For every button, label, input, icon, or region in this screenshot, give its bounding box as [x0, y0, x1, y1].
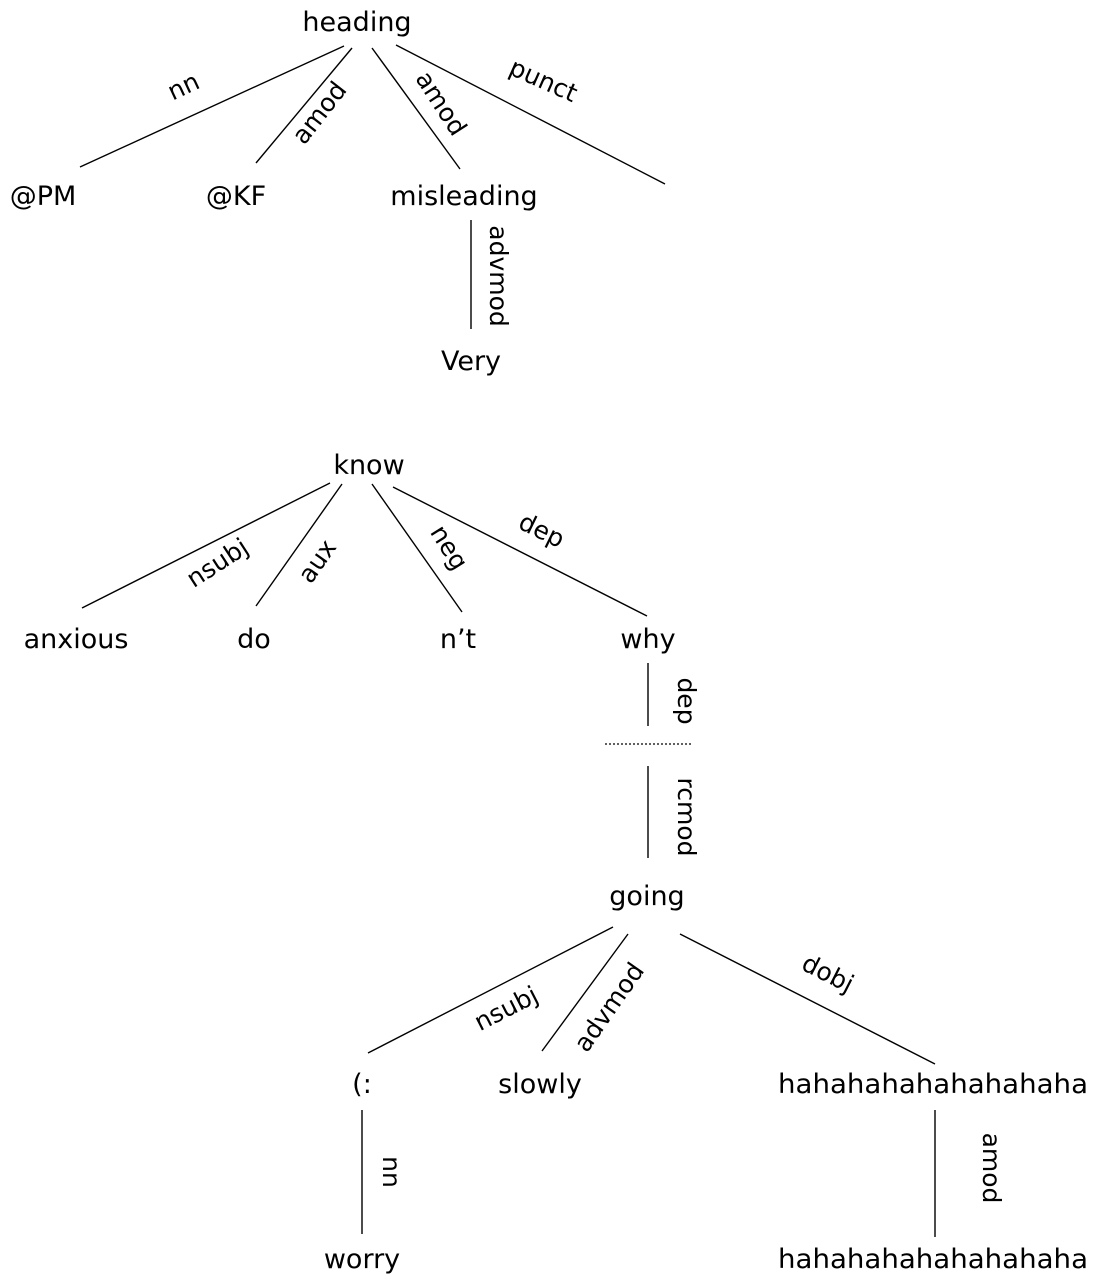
edge-going-smiley: [367, 926, 614, 1054]
word-heading: heading: [302, 7, 411, 38]
edge-heading-misleading: [371, 47, 461, 170]
word-very: Very: [441, 346, 501, 377]
word-misleading: misleading: [390, 181, 537, 212]
label-dobj: dobj: [797, 948, 858, 998]
word-slowly: slowly: [498, 1069, 582, 1100]
label-advmod: advmod: [568, 957, 650, 1057]
label-neg: neg: [424, 520, 474, 575]
word-do: do: [237, 624, 271, 655]
word-kf: @KF: [206, 181, 266, 212]
label-nsubj-smiley: nsubj: [469, 980, 542, 1036]
edge-know-do: [255, 483, 343, 607]
label-nn: nn: [377, 1156, 406, 1188]
tree-2: know anxious do n’t why going (: slowly …: [24, 450, 1088, 1275]
tree-1: heading @PM @KF misleading Very nn amod …: [10, 7, 666, 377]
label-aux: aux: [292, 534, 342, 588]
label-punct: punct: [505, 53, 582, 108]
word-anxious: anxious: [24, 624, 129, 655]
edge-know-nt: [371, 483, 463, 613]
label-amod: amod: [977, 1133, 1006, 1204]
label-dep-why: dep: [514, 507, 569, 554]
label-rcmod: rcmod: [672, 778, 701, 857]
edge-heading-pm: [79, 45, 345, 168]
word-why: why: [620, 624, 675, 655]
word-going: going: [609, 881, 684, 912]
edge-going-dobj: [679, 933, 936, 1065]
label-advmod: advmod: [484, 225, 513, 327]
word-worry: worry: [324, 1244, 400, 1275]
word-pm: @PM: [10, 181, 77, 212]
word-haha-amod: hahahahahahahahaha: [778, 1244, 1088, 1275]
word-haha-dobj: hahahahahahahahaha: [778, 1069, 1088, 1100]
label-nn: nn: [163, 66, 204, 106]
edge-heading-punct: [395, 44, 666, 185]
edge-going-slowly: [541, 933, 629, 1052]
edge-know-why: [392, 486, 648, 617]
edge-heading-kf: [255, 47, 353, 164]
label-nsubj-anxious: nsubj: [181, 532, 253, 593]
word-nt: n’t: [440, 624, 476, 655]
word-know: know: [333, 450, 404, 481]
label-dep-vertical: dep: [672, 677, 701, 724]
label-amod-misleading: amod: [410, 66, 473, 141]
word-smiley: (:: [352, 1069, 372, 1100]
edge-know-anxious: [81, 482, 331, 609]
